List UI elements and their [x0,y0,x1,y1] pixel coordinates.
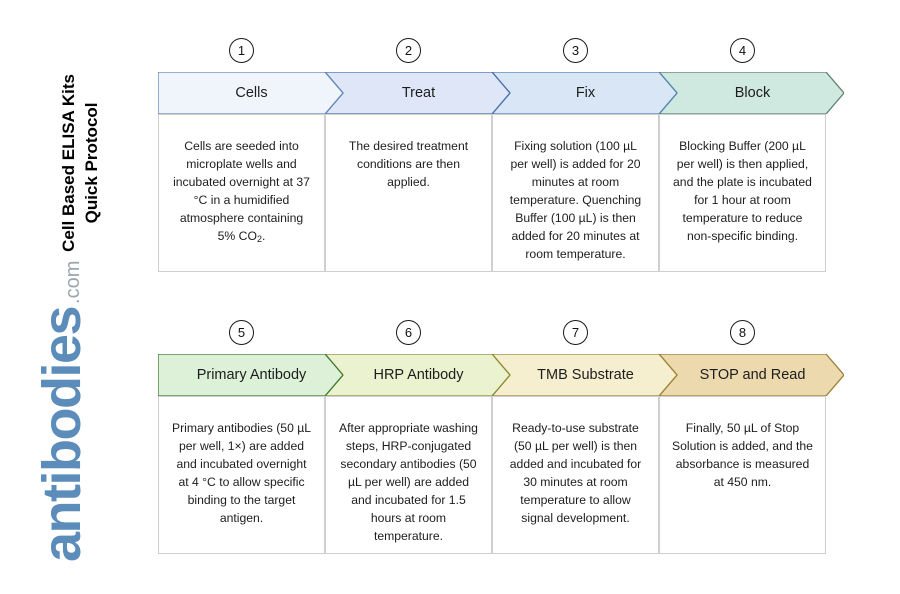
step-number-3: 3 [563,38,588,63]
protocol-row-2: 5 6 7 8 Primary Antibody HRP Antibody TMB Sub… [158,320,844,554]
step-chevron-5[interactable]: Primary Antibody [158,354,343,396]
step-number-4: 4 [730,38,755,63]
step-description-box-7: Ready-to-use substrate (50 µL per well) … [492,396,659,554]
step-description-group-2: Primary antibodies (50 µL per well, 1×) … [158,396,838,554]
step-chevron-4[interactable]: Block [659,72,844,114]
step-description-box-8: Finally, 50 µL of Stop Solution is added… [659,396,826,554]
step-label-4: Block [734,85,771,101]
step-number-group-1: 1 2 3 4 [158,38,838,72]
step-label-3: Fix [575,85,596,101]
chevron-shape-icon [325,354,510,396]
step-description-box-6: After appropriate washing steps, HRP-con… [325,396,492,554]
page-title-line-2: Quick Protocol [82,102,101,224]
chevron-shape-icon [492,72,677,114]
chevron-shape-icon [492,354,677,396]
step-description-box-5: Primary antibodies (50 µL per well, 1×) … [158,396,325,554]
step-number-6: 6 [396,320,421,345]
step-description-text-3: Fixing solution (100 µL per well) is add… [509,139,642,262]
step-number-7: 7 [563,320,588,345]
protocol-row-1: 1 2 3 4 Cells Treat Fix Block Cells are seeded… [158,38,844,272]
step-chevron-group-1: Cells Treat Fix Block [158,72,844,114]
chevron-shape-icon [659,72,844,114]
step-number-2: 2 [396,38,421,63]
step-number-1: 1 [229,38,254,63]
step-description-text-7: Ready-to-use substrate (50 µL per well) … [509,421,642,526]
step-label-7: TMB Substrate [537,367,634,383]
step-description-text-4: Blocking Buffer (200 µL per well) is the… [673,139,812,244]
step-chevron-2[interactable]: Treat [325,72,510,114]
chevron-shape-icon [158,72,343,114]
step-description-text-6: After appropriate washing steps, HRP-con… [339,421,478,544]
antibodies-logo: antibodies .com [32,261,92,562]
step-description-text-8: Finally, 50 µL of Stop Solution is added… [672,421,813,490]
step-description-text-5: Primary antibodies (50 µL per well, 1×) … [171,421,312,526]
step-number-5: 5 [229,320,254,345]
step-description-group-1: Cells are seeded into microplate wells a… [158,114,838,272]
step-description-text-1: Cells are seeded into microplate wells a… [173,139,310,245]
chevron-shape-icon [325,72,510,114]
step-label-8: STOP and Read [699,367,806,383]
step-description-box-3: Fixing solution (100 µL per well) is add… [492,114,659,272]
step-number-group-2: 5 6 7 8 [158,320,838,354]
step-chevron-group-2: Primary Antibody HRP Antibody TMB Substrat… [158,354,844,396]
step-chevron-8[interactable]: STOP and Read [659,354,844,396]
step-description-box-4: Blocking Buffer (200 µL per well) is the… [659,114,826,272]
step-label-2: Treat [401,85,436,101]
step-description-box-2: The desired treatment conditions are the… [325,114,492,272]
step-label-5: Primary Antibody [196,367,307,383]
logo-wordmark: antibodies [32,306,92,562]
step-label-6: HRP Antibody [373,367,464,383]
step-description-text-2: The desired treatment conditions are the… [348,139,469,190]
step-description-box-1: Cells are seeded into microplate wells a… [158,114,325,272]
step-chevron-7[interactable]: TMB Substrate [492,354,677,396]
chevron-shape-icon [659,354,844,396]
step-chevron-3[interactable]: Fix [492,72,677,114]
logo-tld: .com [62,260,84,304]
step-number-8: 8 [730,320,755,345]
chevron-shape-icon [158,354,343,396]
step-label-1: Cells [235,85,268,101]
step-chevron-6[interactable]: HRP Antibody [325,354,510,396]
step-chevron-1[interactable]: Cells [158,72,343,114]
